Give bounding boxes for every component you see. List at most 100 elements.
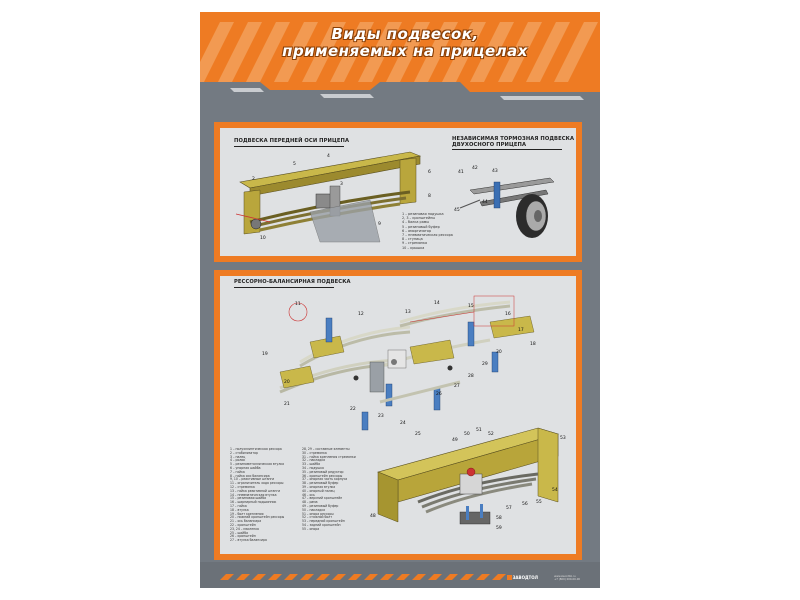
label-independent-suspension: НЕЗАВИСИМАЯ ТОРМОЗНАЯ ПОДВЕСКА ДВУХОСНОГ…	[452, 136, 574, 148]
legend-item: 15 – резиновая шайба	[230, 496, 266, 501]
balancer-legend-left: 1 – полуэллиптическая рессора 2 – стабил…	[230, 447, 285, 543]
callout-26: 26	[436, 392, 442, 397]
label-independent-underline	[452, 149, 562, 150]
footer-contact-line-2: +7 (800) 000-00-00	[554, 578, 580, 581]
legend-item: 30 – стремянка	[302, 450, 327, 455]
footer-contact: www.zavodtol.ru +7 (800) 000-00-00	[554, 575, 580, 581]
front-axle-suspension-illustration	[235, 151, 422, 243]
legend-item: 23, 24 – масленка	[230, 526, 259, 531]
callout-front-9: 9	[378, 222, 381, 227]
legend-item: 18 – втулка	[230, 507, 249, 512]
legend-item: 1 – полуэллиптическая рессора	[230, 447, 282, 451]
legend-item: 16 – шарнирный подшипник	[230, 500, 277, 505]
legend-item: 20 – нижний кронштейн рессоры	[230, 515, 285, 520]
header-stripes-decoration	[200, 22, 600, 102]
legend-item: 17 – гайка	[230, 503, 247, 508]
legend-item: 55 – опора	[302, 526, 320, 531]
legend-item: 51 – опора рессоры	[302, 511, 334, 516]
callout-ind-43: 43	[492, 169, 498, 174]
footer-brand: ЗАВОДТОЛ	[506, 574, 538, 580]
callout-front-6: 6	[428, 170, 431, 175]
label-front-axle: ПОДВЕСКА ПЕРЕДНЕЙ ОСИ ПРИЦЕПА	[234, 138, 350, 144]
legend-item: 13 – гайка реактивной штанги	[230, 488, 281, 493]
legend-item: 27 – втулка балансира	[230, 538, 267, 543]
callout-15: 15	[468, 304, 474, 309]
callout-29: 29	[482, 362, 488, 367]
legend-item: 54 – задний кронштейн	[302, 522, 341, 527]
legend-item: 37 – опорная часть корпуса	[302, 477, 348, 482]
callout-55: 55	[536, 500, 542, 505]
callout-19: 19	[262, 352, 268, 357]
callout-ind-44: 44	[482, 200, 488, 205]
brand-name: ЗАВОДТОЛ	[512, 574, 538, 580]
legend-item: 26 – кронштейн	[230, 534, 256, 539]
legend-item: 34 – подушка	[302, 465, 324, 470]
callout-25: 25	[415, 432, 421, 437]
callout-57: 57	[506, 506, 512, 511]
legend-item: 8 – гайка оси балансира	[230, 473, 270, 478]
callout-22: 22	[350, 407, 356, 412]
legend-item: 8 – ступица	[402, 237, 423, 242]
legend-item: 49 – резиновый буфер	[302, 503, 339, 508]
callout-12: 12	[358, 312, 364, 317]
front-axle-legend: 1 – резиновая подушка 2, 3 – кронштейны …	[402, 212, 453, 250]
callout-ind-45: 45	[454, 208, 460, 213]
callout-front-3: 3	[340, 182, 343, 187]
legend-item: 9 – стремянка	[402, 241, 428, 246]
callout-23: 23	[378, 414, 384, 419]
callout-front-8: 8	[428, 194, 431, 199]
legend-item: 5 – резиновый буфер	[402, 224, 440, 229]
callout-14: 14	[434, 301, 440, 306]
label-balancer-suspension: РЕССОРНО-БАЛАНСИРНАЯ ПОДВЕСКА	[234, 279, 351, 285]
callout-54: 54	[552, 488, 558, 493]
poster-title: Виды подвесок, применяемых на прицелах	[240, 26, 570, 60]
legend-item: 50 – накладка	[302, 507, 326, 512]
legend-item: 48 – рама	[302, 500, 318, 505]
legend-item: 32 – накладка	[302, 458, 326, 463]
legend-item: 22 – кронштейн	[230, 522, 256, 527]
balancer-suspension-exploded-illustration	[279, 295, 535, 431]
callout-24: 24	[400, 421, 406, 426]
legend-item: 6 – амортизатор	[402, 228, 432, 233]
legend-item: 40 – опорный палец	[302, 488, 335, 493]
legend-item: 4 – балка рамы	[402, 220, 430, 225]
callout-30: 30	[496, 350, 502, 355]
label-balancer-underline	[234, 287, 334, 288]
section-front-axle-panel	[214, 122, 582, 262]
legend-item: 5 – резинометаллическая втулка	[230, 462, 285, 467]
callout-front-5: 5	[293, 162, 296, 167]
legend-item: 47 – верхний кронштейн	[302, 496, 343, 501]
callout-51: 51	[476, 428, 482, 433]
poster-footer	[200, 562, 600, 588]
brand-logo-icon	[506, 575, 512, 580]
callout-11: 11	[295, 302, 301, 307]
legend-item: 35 – резиновый редуктор	[302, 469, 344, 474]
label-independent-line-1: НЕЗАВИСИМАЯ ТОРМОЗНАЯ ПОДВЕСКА	[452, 136, 575, 142]
legend-item: 7 – пневматическая рессора	[402, 233, 453, 238]
callout-13: 13	[405, 310, 411, 315]
callout-27: 27	[454, 384, 460, 389]
legend-item: 1 – резиновая подушка	[402, 212, 444, 216]
callout-58: 58	[496, 516, 502, 521]
legend-item: 4 – ролик	[230, 458, 246, 463]
legend-item: 19 – болт крепления	[230, 511, 264, 516]
legend-item: 53 – передний кронштейн	[302, 519, 345, 524]
title-line-2: применяемых на прицелах	[282, 42, 528, 60]
title-line-1: Виды подвесок,	[331, 25, 479, 43]
callout-18: 18	[530, 342, 536, 347]
legend-item: 28, 29 – составные элементы	[302, 447, 350, 451]
balancer-assembled-illustration	[377, 427, 560, 525]
legend-item: 33 – шайба	[302, 462, 320, 467]
footer-contact-line-1: www.zavodtol.ru	[554, 575, 576, 578]
balancer-legend-right: 28, 29 – составные элементы 30 – стремян…	[302, 447, 356, 532]
callout-17: 17	[518, 328, 524, 333]
callout-16: 16	[505, 312, 511, 317]
legend-item: 9, 10 – реактивные штанги	[230, 477, 275, 482]
label-independent-line-2: ДВУХОСНОГО ПРИЦЕПА	[452, 142, 527, 148]
callout-ind-42: 42	[472, 166, 478, 171]
legend-item: 3 – палец	[230, 454, 246, 459]
legend-item: 31 – гайка крепления стремянки	[302, 454, 356, 459]
legend-item: 10 – крышка	[402, 245, 425, 250]
callout-50: 50	[464, 432, 470, 437]
legend-item: 46 – ось	[302, 492, 315, 497]
